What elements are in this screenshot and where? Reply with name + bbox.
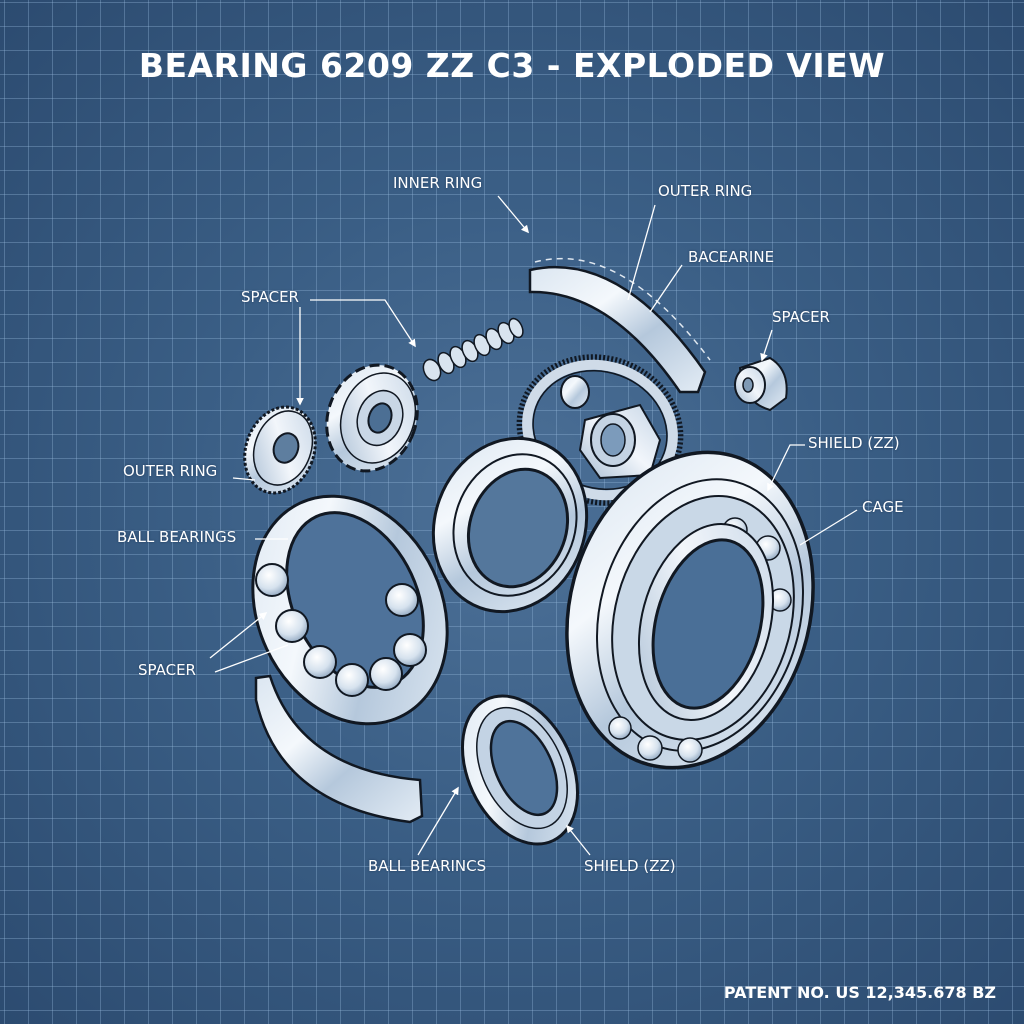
ball-cage-left — [251, 494, 449, 726]
castellated-hub — [325, 363, 419, 473]
small-bearing-bottom — [460, 694, 580, 846]
label-ball-bearings-left: BALL BEARINGS — [117, 528, 237, 546]
label-spacer-bottom-left: SPACER — [138, 661, 196, 679]
label-shield-bottom: SHIELD (ZZ) — [584, 857, 676, 875]
outer-ring-segment-bottom — [254, 674, 424, 824]
label-outer-ring-top: OUTER RING — [658, 182, 753, 200]
main-bearing-assembly — [565, 450, 815, 770]
label-cage: CAGE — [862, 498, 904, 516]
patent-number: PATENT NO. US 12,345.678 BZ — [723, 983, 996, 1002]
outer-ring-segment-top — [528, 257, 711, 394]
label-shield-right: SHIELD (ZZ) — [808, 434, 900, 452]
label-outer-ring-left: OUTER RING — [123, 462, 218, 480]
page-title: BEARING 6209 ZZ C3 - EXPLODED VIEW — [138, 46, 886, 85]
leader-lines — [209, 195, 858, 856]
label-spacer-right: SPACER — [772, 308, 830, 326]
label-inner-ring: INNER RING — [393, 174, 483, 192]
label-bacearine: BACEARINE — [688, 248, 775, 266]
gear-left — [243, 405, 317, 495]
inner-ring-middle — [431, 436, 589, 614]
spacer-part-right — [734, 356, 788, 412]
spring — [422, 317, 524, 382]
label-spacer-top-left: SPACER — [241, 288, 299, 306]
label-ball-bearincs-bottom: BALL BEARINCS — [368, 857, 487, 875]
